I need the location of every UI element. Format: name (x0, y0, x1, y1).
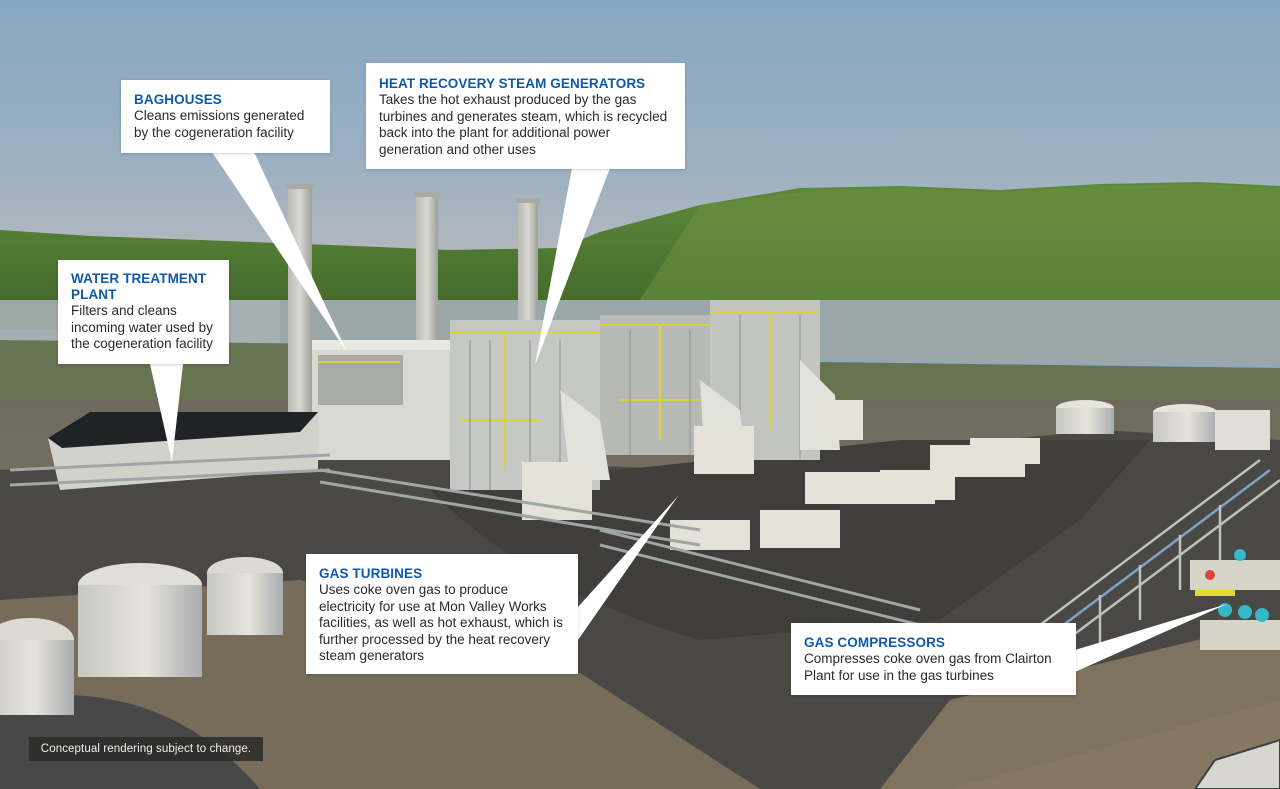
callout-title: HEAT RECOVERY STEAM GENERATORS (379, 76, 646, 91)
hrsg-structures (450, 300, 840, 490)
callout-description: Compresses coke oven gas from Clairton P… (804, 651, 1052, 683)
callout-title: GAS COMPRESSORS (804, 635, 946, 650)
callout-title: GAS TURBINES (319, 566, 423, 581)
callout-pointers (150, 152, 1227, 672)
gas-compressor-skids (1190, 549, 1280, 650)
callout-description: Filters and cleans incoming water used b… (71, 303, 213, 351)
callout-title: BAGHOUSES (134, 92, 222, 107)
callout-description: Cleans emissions generated by the cogene… (134, 108, 305, 140)
baghouse-building (312, 340, 462, 460)
callout-description: Uses coke oven gas to produce electricit… (319, 582, 563, 663)
callout-title: WATER TREATMENT PLANT (71, 271, 207, 302)
callout-heat-recovery-steam-generators: HEAT RECOVERY STEAM GENERATORS Takes the… (366, 63, 685, 169)
callout-baghouses: BAGHOUSES Cleans emissions generated by … (121, 80, 330, 153)
callout-gas-compressors: GAS COMPRESSORS Compresses coke oven gas… (791, 623, 1076, 695)
pipe-rack (1019, 459, 1280, 680)
gas-turbine-enclosures (522, 400, 1040, 550)
water-treatment-building (9, 412, 921, 627)
callout-water-treatment-plant: WATER TREATMENT PLANT Filters and cleans… (58, 260, 229, 364)
callout-description: Takes the hot exhaust produced by the ga… (379, 92, 668, 157)
exhaust-stacks (286, 184, 540, 416)
callout-gas-turbines: GAS TURBINES Uses coke oven gas to produ… (306, 554, 578, 674)
disclaimer-caption: Conceptual rendering subject to change. (29, 737, 263, 761)
storage-tanks (0, 400, 1270, 715)
